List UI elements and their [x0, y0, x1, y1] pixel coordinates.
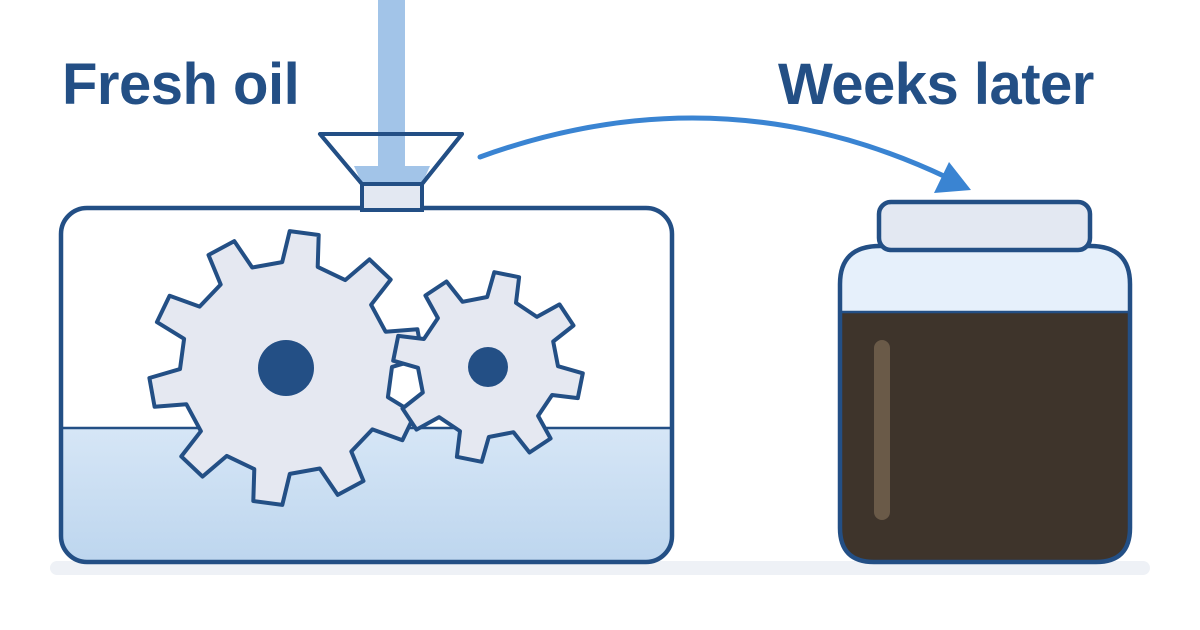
- funnel-icon: [318, 132, 464, 212]
- jar-lid: [876, 199, 1093, 253]
- jar-icon: [837, 199, 1133, 565]
- jar-highlight: [874, 340, 890, 520]
- curved-arrow-icon: [477, 115, 971, 193]
- fresh-oil-level: [61, 428, 672, 562]
- fresh-oil-label: Fresh oil: [62, 52, 300, 117]
- small-gear-icon: [391, 270, 585, 464]
- weeks-later-label: Weeks later: [778, 52, 1094, 117]
- large-gear-icon: [147, 229, 425, 507]
- ground-line: [50, 561, 1150, 575]
